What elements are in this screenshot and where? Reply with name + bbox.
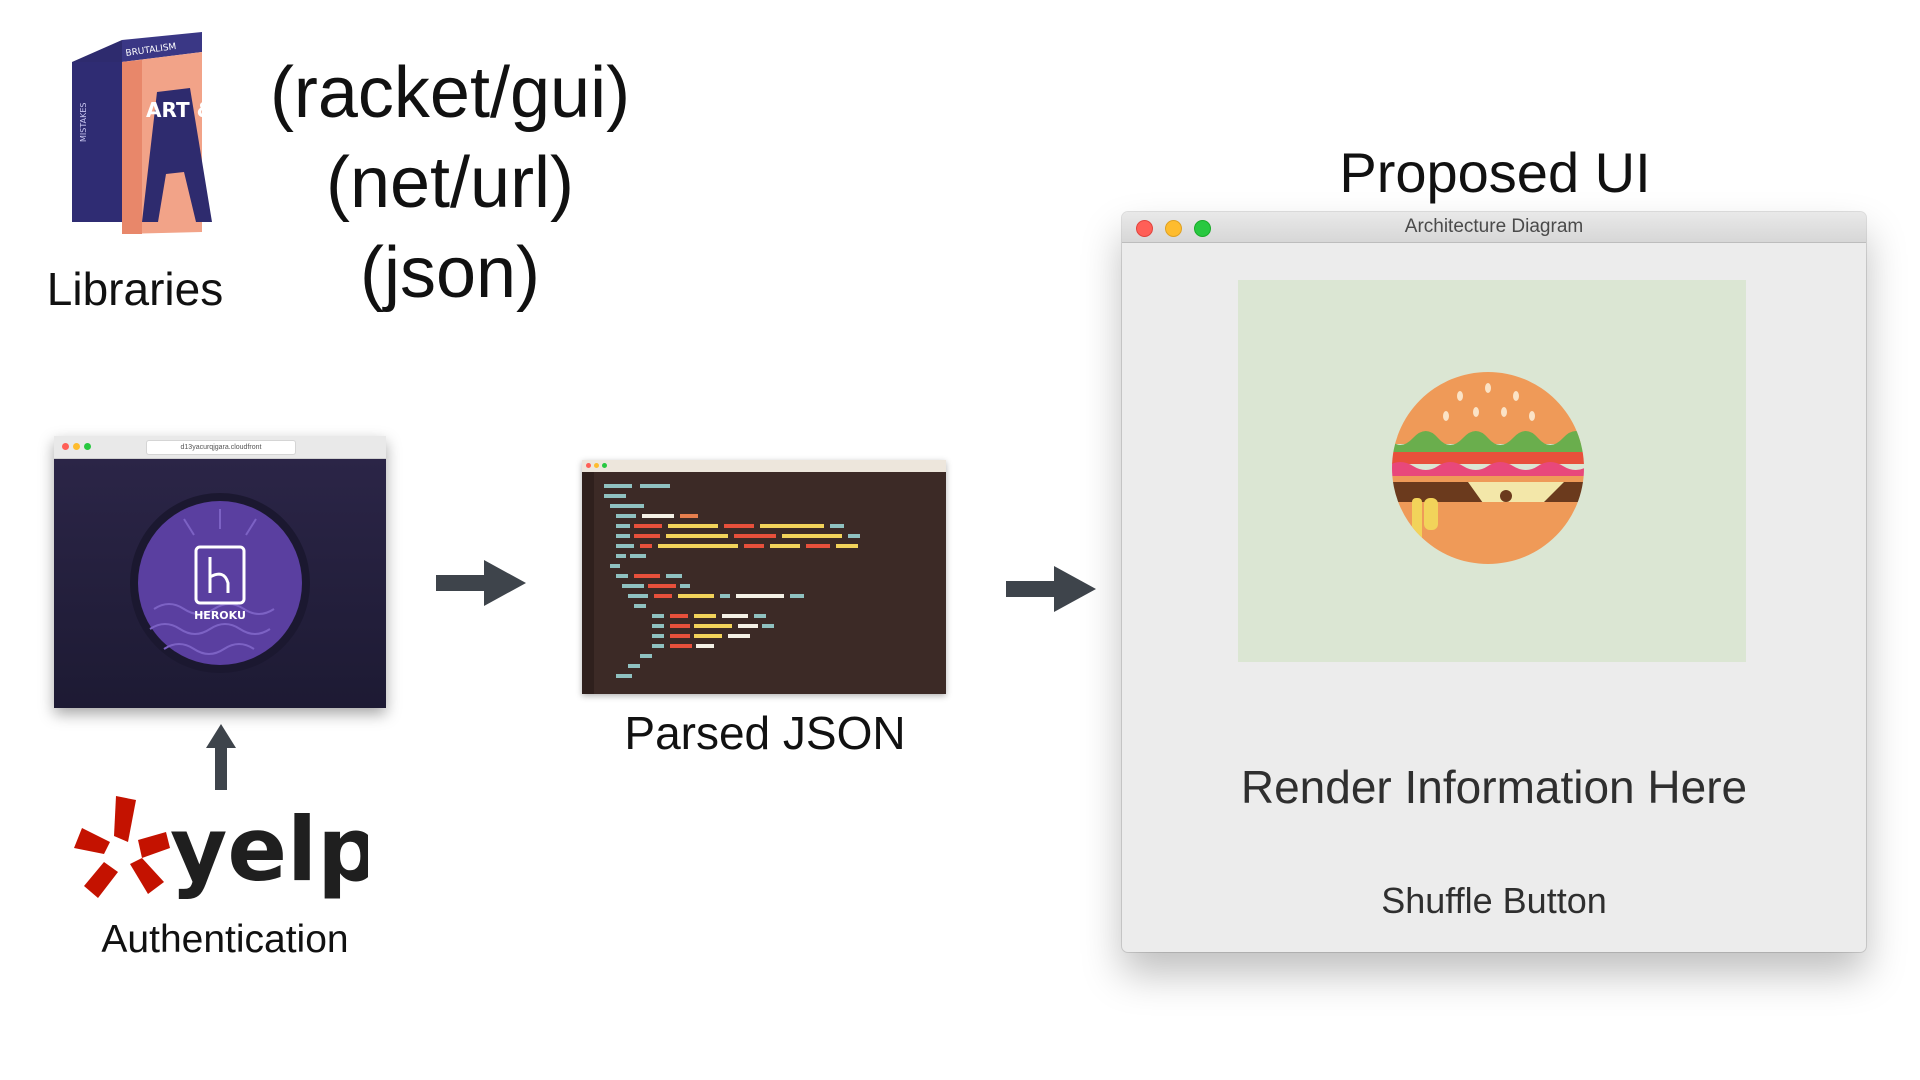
window-titlebar: Architecture Diagram (1122, 212, 1866, 243)
heroku-browser-screenshot: d13yacurqjgara.cloudfront HEROKU (54, 436, 386, 708)
yelp-wordmark: yelp (170, 798, 368, 901)
json-code-screenshot (582, 460, 946, 694)
zoom-button[interactable] (1194, 220, 1211, 237)
books-icon: ART & LA MISTAKES BRUTALISM (72, 32, 222, 234)
library-item: (racket/gui) (269, 53, 631, 133)
arrow-up-icon (206, 724, 236, 790)
minimize-dot-icon (73, 443, 80, 450)
parsed-json-label: Parsed JSON (624, 707, 906, 759)
minimize-button[interactable] (1165, 220, 1182, 237)
zoom-dot-icon (602, 463, 607, 468)
zoom-dot-icon (84, 443, 91, 450)
browser-titlebar: d13yacurqjgara.cloudfront (54, 436, 386, 459)
image-panel (1238, 280, 1746, 662)
library-item: (json) (359, 233, 541, 313)
browser-url: d13yacurqjgara.cloudfront (146, 440, 296, 455)
proposed-ui-title: Proposed UI (1339, 141, 1651, 204)
library-list: (racket/gui) (net/url) (json) (250, 48, 650, 318)
authentication-label: Authentication (101, 918, 349, 961)
book-spine-text: MISTAKES (79, 103, 88, 142)
libraries-label: Libraries (46, 263, 224, 315)
close-dot-icon (62, 443, 69, 450)
library-item: (net/url) (325, 143, 575, 223)
window-title: Architecture Diagram (1404, 216, 1584, 237)
proposed-ui-window: Architecture Diagram (1122, 212, 1866, 952)
arrow-right-icon (1006, 566, 1096, 612)
minimize-dot-icon (594, 463, 599, 468)
close-dot-icon (586, 463, 591, 468)
yelp-logo-icon: yelp (74, 796, 368, 901)
arrow-right-icon (436, 560, 526, 606)
render-information-text: Render Information Here (1240, 761, 1748, 813)
burger-icon (1392, 372, 1584, 564)
close-button[interactable] (1136, 220, 1153, 237)
heroku-badge-text: HEROKU (194, 609, 246, 622)
shuffle-button[interactable]: Shuffle Button (1381, 880, 1607, 921)
heroku-badge-icon: HEROKU (130, 493, 310, 673)
code-lines-icon (582, 472, 860, 694)
heroku-page: HEROKU (54, 459, 386, 708)
code-titlebar (582, 460, 946, 472)
book-cover-text: ART & LA (146, 98, 222, 122)
